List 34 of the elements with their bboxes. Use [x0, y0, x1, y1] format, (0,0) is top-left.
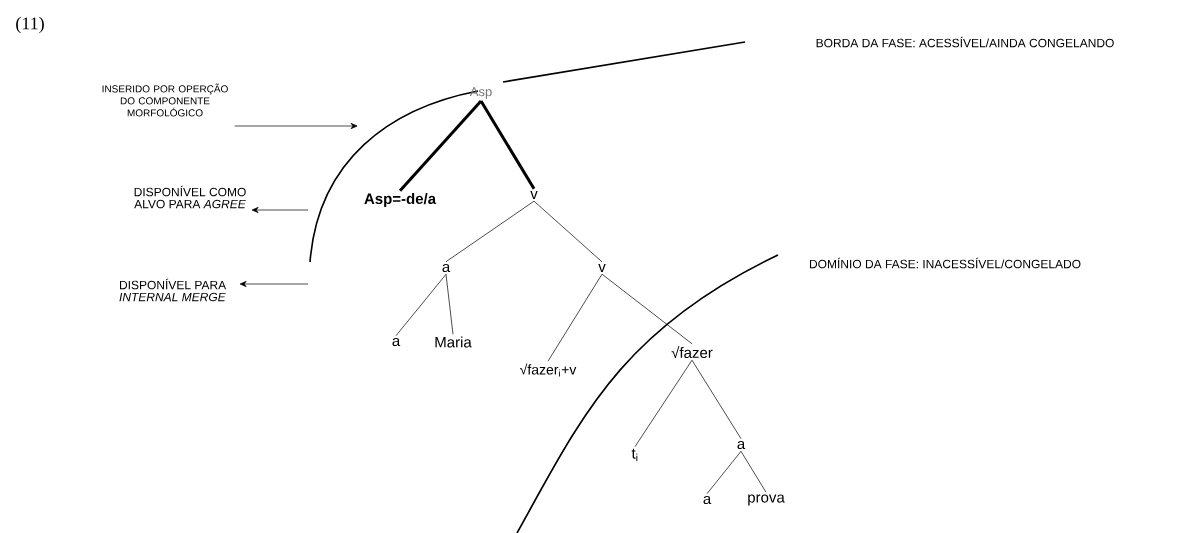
tree-label: prova — [748, 494, 785, 506]
tree-label: √fazer$_{i}$+v — [520, 363, 577, 377]
arrow — [239, 280, 309, 288]
tree-branch — [634, 359, 693, 447]
tree-label: t$_{i}$ — [631, 448, 638, 462]
tree-branch — [445, 273, 454, 335]
example-number: (11) — [16, 16, 44, 34]
annotation-text: INSERIDO POR OPERÇÃO DO COMPONENTE MORFOLÓGICO — [102, 83, 228, 117]
annotation-text: DISPONÍVEL COMO ALVO PARA AGREE — [134, 185, 246, 209]
tree-label: a — [392, 337, 401, 347]
annotation-text: DISPONÍVEL PARA INTERNAL MERGE — [119, 278, 227, 302]
tree-branch — [533, 200, 603, 263]
tree-label: Maria — [435, 336, 472, 348]
tree-branch — [691, 359, 742, 440]
tree-label: a — [442, 263, 451, 273]
annotation-text: BORDA DA FASE: ACESSÍVEL/AINDA CONGELANDO — [816, 36, 1114, 48]
tree-branch — [479, 100, 536, 190]
tree-label: a — [737, 440, 746, 450]
arrow — [234, 122, 358, 130]
tree-branch — [601, 273, 693, 345]
tree-branch — [445, 200, 535, 263]
tree-label: Asp=-de/a — [364, 193, 437, 207]
arrow — [251, 206, 309, 214]
tree-label: v — [598, 264, 606, 272]
tree-branch — [706, 450, 742, 495]
tree-label: v — [530, 191, 538, 199]
tree-branch — [740, 450, 767, 493]
tree-label: Asp — [469, 87, 492, 99]
tree-branch — [398, 100, 483, 192]
tree-branch — [395, 273, 447, 337]
tree-label: a — [703, 495, 712, 505]
annotation-text: DOMÍNIO DA FASE: INACESSÍVEL/CONGELADO — [809, 257, 1081, 269]
tree-label: √fazer — [671, 346, 713, 358]
tree-branch — [547, 273, 603, 362]
